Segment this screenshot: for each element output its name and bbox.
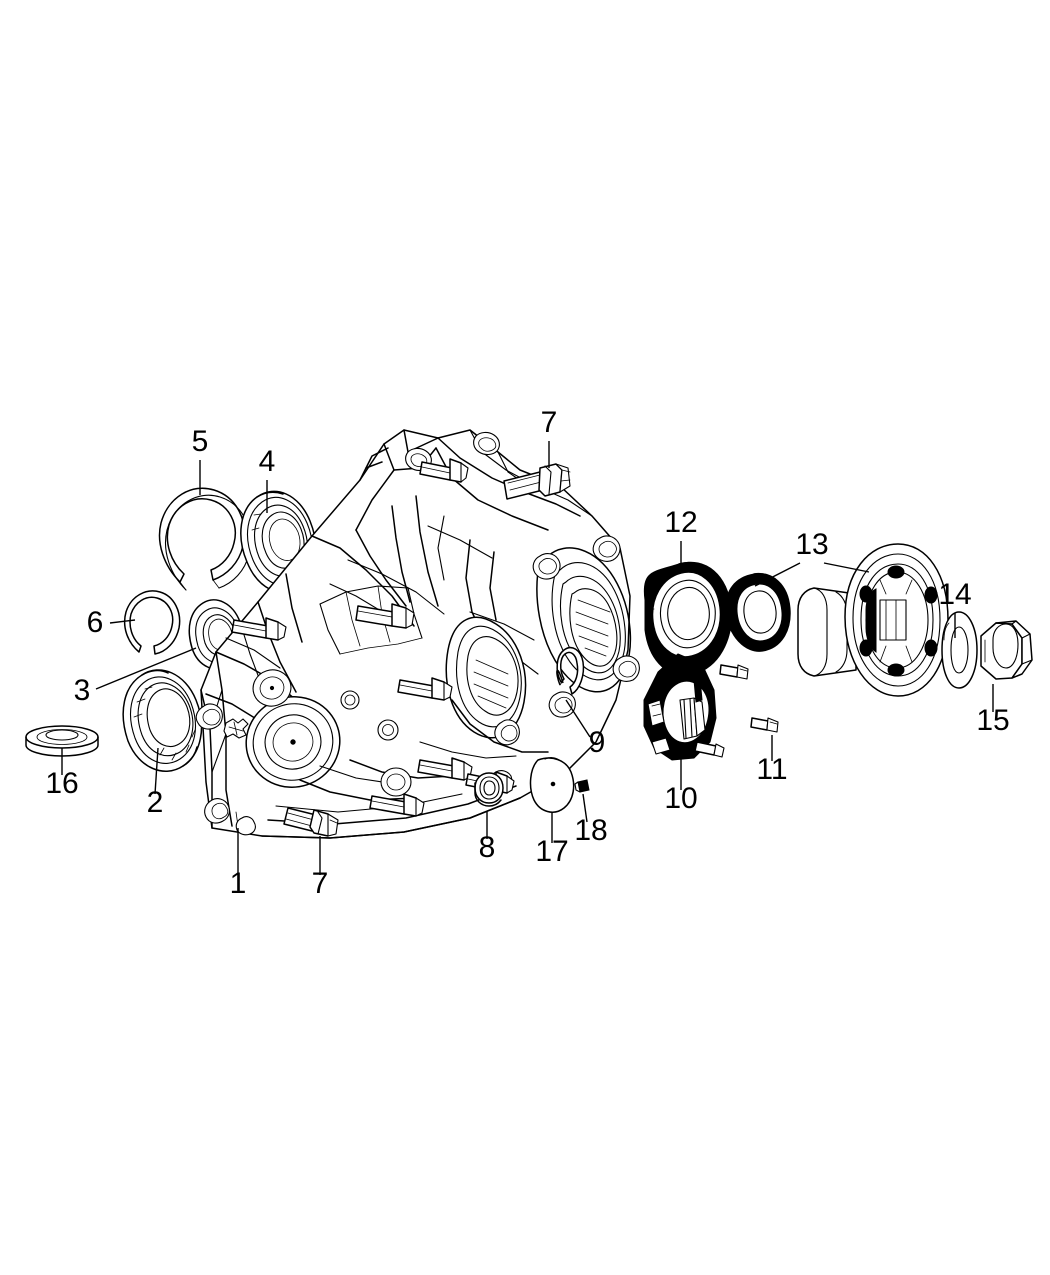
- callout-label-6: 6: [87, 606, 104, 639]
- part-7-hex-flange-bolt-bottom: [283, 807, 339, 837]
- part-13-seal-ring: [725, 572, 791, 652]
- part-14-flange-washer: [941, 611, 978, 689]
- callout-label-13: 13: [795, 528, 828, 561]
- bolt-upper-left: [355, 603, 415, 629]
- leader-13: [754, 562, 870, 587]
- callout-label-4: 4: [259, 445, 276, 478]
- part-6-small-snap-ring: [123, 590, 181, 655]
- part-4-bearing-race: [240, 490, 317, 594]
- part-16-flat-washer: [25, 725, 99, 757]
- callout-label-5: 5: [192, 425, 209, 458]
- callout-label-1: 1: [230, 867, 247, 900]
- leader-3: [95, 647, 197, 690]
- callout-label-9: 9: [589, 726, 606, 759]
- callout-label-8: 8: [479, 831, 496, 864]
- callout-label-14: 14: [938, 578, 971, 611]
- callout-label-7-bottom: 7: [312, 867, 329, 900]
- callout-label-12: 12: [664, 506, 697, 539]
- callout-label-2: 2: [147, 786, 164, 819]
- bolt-mid-center: [397, 677, 453, 701]
- part-15-hex-nut: [980, 620, 1033, 680]
- bolt-group-housing: [231, 458, 515, 817]
- callout-label-11: 11: [756, 753, 787, 786]
- leader-9: [565, 699, 591, 738]
- part-11-short-bolt-upper: [719, 664, 749, 680]
- part-18-small-plug: [574, 779, 590, 793]
- part-13-output-flange-yoke: [797, 543, 949, 697]
- part-7-hex-flange-bolt-top: [503, 463, 571, 500]
- part-8-bushing-spacer: [474, 772, 504, 807]
- part-10-mounting-bracket: [643, 653, 725, 761]
- callout-label-7-top: 7: [541, 406, 558, 439]
- part-2-output-bearing: [122, 669, 203, 772]
- part-5-large-snap-ring: [158, 487, 251, 591]
- callout-label-10: 10: [664, 782, 697, 815]
- leader-18: [582, 793, 588, 823]
- callout-label-15: 15: [976, 704, 1009, 737]
- part-17-access-cover-plate: [529, 757, 575, 813]
- leader-6: [109, 619, 136, 624]
- bolt-mid-left: [231, 617, 287, 641]
- callout-label-16: 16: [45, 767, 78, 800]
- bolt-top-housing: [419, 458, 469, 483]
- part-11-short-bolt: [750, 717, 779, 733]
- callout-label-17: 17: [535, 835, 568, 868]
- bolt-lower-center: [369, 793, 425, 817]
- leader-2: [154, 747, 159, 795]
- part-9-retaining-ring: [556, 646, 585, 695]
- callout-label-18: 18: [574, 814, 607, 847]
- callouts-layer: 1 2 3 4 5 6 7 7 8 9: [45, 406, 1009, 900]
- callout-label-3: 3: [74, 674, 91, 707]
